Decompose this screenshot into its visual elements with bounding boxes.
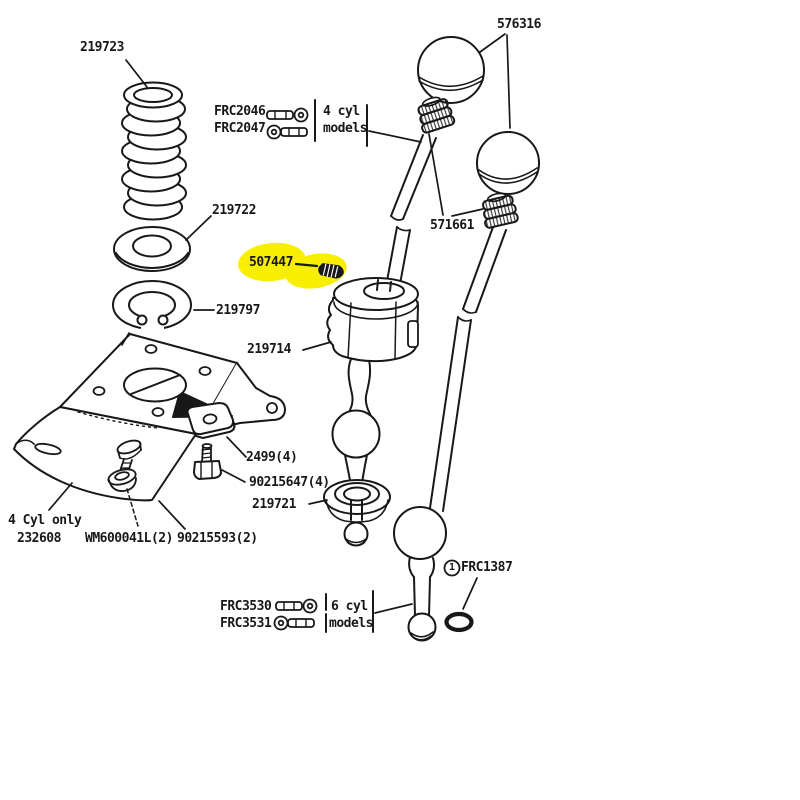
- stud-pin-frc3530-icon: [275, 598, 318, 614]
- label-507447-highlighted[interactable]: 507447: [249, 255, 293, 270]
- label-219797: 219797: [216, 303, 260, 318]
- oring-illustration: [444, 611, 474, 633]
- label-frc2047: FRC2047: [214, 121, 266, 136]
- flat-washer-illustration: [113, 226, 191, 272]
- circled-number-marker: [443, 559, 461, 577]
- grub-screw-507447-icon[interactable]: [318, 263, 344, 279]
- stud-pin-frc3531-icon: [273, 615, 315, 631]
- callout-4cyl-line2: models: [323, 121, 367, 136]
- highlight-blob-507447[interactable]: [236, 240, 349, 294]
- label-4-cyl-only: 4 Cyl only: [8, 513, 82, 528]
- lever-cap-illustration: [326, 277, 419, 363]
- label-wm600041l: WM600041L(2): [85, 531, 173, 546]
- callout-6cyl-line2: models: [329, 616, 373, 631]
- stud-pin-frc2047-icon: [266, 124, 308, 140]
- six-cyl-lever-shaft-illustration: [393, 226, 507, 642]
- gear-knob-four-cyl-illustration: [417, 36, 485, 104]
- four-cyl-models-bracket-lines: [314, 99, 368, 147]
- four-cyl-lever-shaft-illustration: [386, 134, 437, 285]
- six-cyl-models-bracket-lines: [325, 590, 374, 633]
- leader-lines: [48, 33, 511, 614]
- knurled-locknut-lower-illustration: [482, 192, 519, 229]
- retainer-plate-illustration: [186, 402, 236, 439]
- circlip-illustration: [112, 280, 192, 333]
- stud-pin-frc2046-icon: [266, 107, 309, 123]
- label-219721: 219721: [252, 497, 296, 512]
- countersunk-screw-illustration: [107, 439, 142, 492]
- hex-bolt-illustration: [193, 443, 222, 480]
- mounting-bracket-illustration: [13, 332, 286, 502]
- label-frc1387: FRC1387: [461, 560, 513, 575]
- callout-4cyl-line1: 4 cyl: [323, 104, 360, 119]
- label-frc2046: FRC2046: [214, 104, 266, 119]
- label-232608: 232608: [17, 531, 61, 546]
- label-571661: 571661: [430, 218, 474, 233]
- label-576316: 576316: [497, 17, 541, 32]
- label-219714: 219714: [247, 342, 291, 357]
- label-219723: 219723: [80, 40, 124, 55]
- label-219722: 219722: [212, 203, 256, 218]
- label-90215593: 90215593(2): [177, 531, 258, 546]
- label-frc3531: FRC3531: [220, 616, 272, 631]
- callout-6cyl-line1: 6 cyl: [331, 599, 368, 614]
- label-90215647: 90215647(4): [249, 475, 330, 490]
- lever-ball-and-seat-illustration: [323, 358, 391, 547]
- gear-knob-six-cyl-illustration: [476, 131, 540, 195]
- coil-spring-illustration: [121, 81, 187, 221]
- label-frc3530: FRC3530: [220, 599, 272, 614]
- label-2499: 2499(4): [246, 450, 298, 465]
- knurled-locknut-upper-illustration: [417, 96, 456, 134]
- marker-number: 1: [448, 562, 456, 573]
